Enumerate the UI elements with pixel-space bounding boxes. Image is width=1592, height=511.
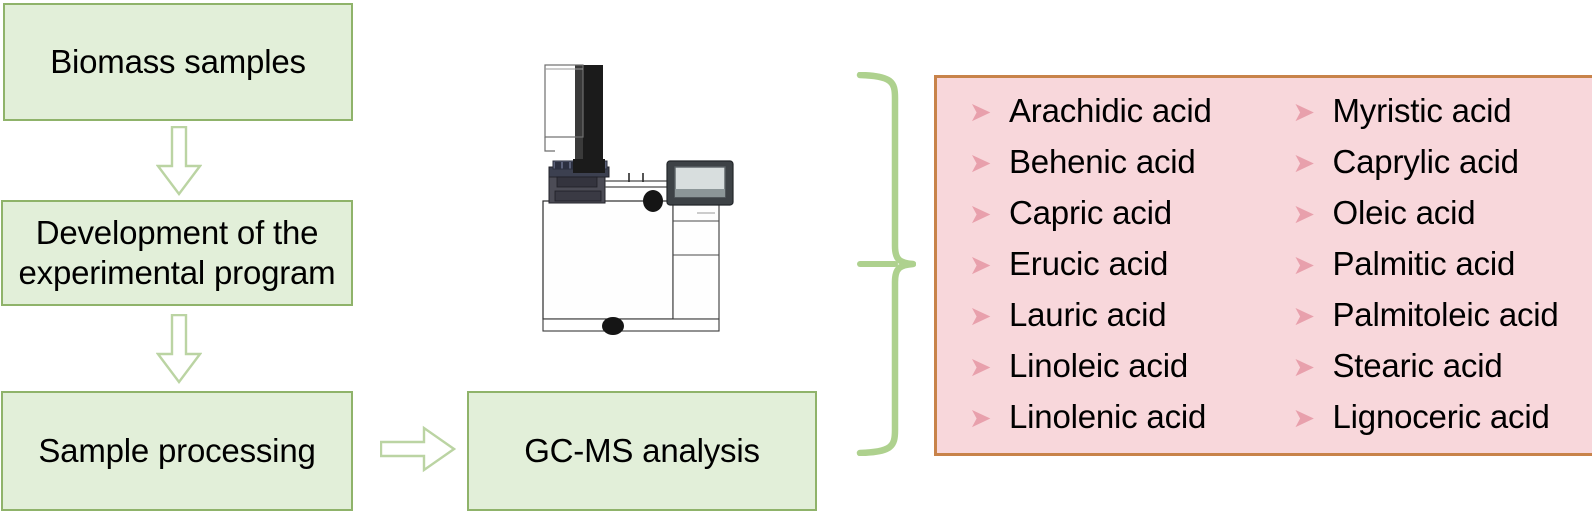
analyte-list-item: ➤ Myristic acid (1293, 94, 1592, 145)
analyte-list-item: ➤ Stearic acid (1293, 349, 1592, 400)
analyte-column-left: ➤ Arachidic acid ➤ Behenic acid ➤ Capric… (937, 78, 1265, 453)
analyte-label: Palmitoleic acid (1332, 296, 1559, 333)
analyte-list-item: ➤ Lignoceric acid (1293, 400, 1592, 451)
analyte-list-item: ➤ Lauric acid (969, 298, 1265, 349)
arrow-bullet-icon: ➤ (1292, 250, 1316, 280)
arrow-bullet-icon: ➤ (1292, 301, 1316, 331)
gc-ms-instrument-icon (542, 64, 734, 335)
analyte-label: Palmitic acid (1332, 245, 1516, 282)
process-box-label: Sample processing (38, 431, 316, 469)
arrow-down-icon (156, 314, 202, 384)
arrow-right-icon (380, 425, 456, 473)
arrow-bullet-icon: ➤ (969, 301, 992, 331)
arrow-bullet-icon: ➤ (1292, 148, 1316, 178)
process-box-development-of-the-experimental-program[interactable]: Development of the experimental program (1, 200, 353, 306)
analyte-columns: ➤ Arachidic acid ➤ Behenic acid ➤ Capric… (937, 78, 1592, 453)
arrow-bullet-icon: ➤ (969, 97, 992, 127)
analyte-label: Caprylic acid (1332, 143, 1519, 180)
analyte-list-item: ➤ Arachidic acid (969, 94, 1265, 145)
arrow-bullet-icon: ➤ (1292, 403, 1316, 433)
analyte-label: Lauric acid (1009, 296, 1167, 333)
analyte-list-item: ➤ Capric acid (969, 196, 1265, 247)
arrow-bullet-icon: ➤ (969, 250, 992, 280)
curly-brace-icon (856, 72, 916, 456)
analyte-label: Myristic acid (1332, 92, 1512, 129)
arrow-bullet-icon: ➤ (1292, 97, 1316, 127)
process-box-label: Biomass samples (50, 42, 306, 80)
process-box-label: GC-MS analysis (524, 431, 760, 469)
arrow-bullet-icon: ➤ (1292, 199, 1316, 229)
analyte-list-item: ➤ Oleic acid (1293, 196, 1592, 247)
analyte-list-panel: ➤ Arachidic acid ➤ Behenic acid ➤ Capric… (934, 75, 1592, 456)
analyte-list-item: ➤ Erucic acid (969, 247, 1265, 298)
analyte-list-item: ➤ Palmitic acid (1293, 247, 1592, 298)
analyte-label: Oleic acid (1332, 194, 1476, 231)
analyte-label: Linoleic acid (1009, 347, 1189, 384)
analyte-label: Lignoceric acid (1332, 398, 1550, 435)
analyte-list-item: ➤ Caprylic acid (1293, 145, 1592, 196)
analyte-label: Arachidic acid (1009, 92, 1212, 129)
arrow-down-icon (156, 126, 202, 196)
analyte-list-item: ➤ Linoleic acid (969, 349, 1265, 400)
arrow-bullet-icon: ➤ (969, 352, 992, 382)
arrow-bullet-icon: ➤ (969, 403, 992, 433)
process-box-label: Development of the experimental program (18, 213, 336, 291)
arrow-bullet-icon: ➤ (969, 148, 992, 178)
analyte-label: Linolenic acid (1009, 398, 1207, 435)
analyte-label: Erucic acid (1009, 245, 1169, 282)
arrow-bullet-icon: ➤ (969, 199, 992, 229)
analyte-column-right: ➤ Myristic acid ➤ Caprylic acid ➤ Oleic … (1265, 78, 1592, 453)
analyte-label: Behenic acid (1009, 143, 1196, 180)
analyte-label: Capric acid (1009, 194, 1172, 231)
analyte-list-item: ➤ Palmitoleic acid (1293, 298, 1592, 349)
analyte-label: Stearic acid (1332, 347, 1503, 384)
process-box-gc-ms-analysis[interactable]: GC-MS analysis (467, 391, 817, 511)
arrow-bullet-icon: ➤ (1292, 352, 1316, 382)
analyte-list-item: ➤ Linolenic acid (969, 400, 1265, 451)
process-box-sample-processing[interactable]: Sample processing (1, 391, 353, 511)
process-box-biomass-samples[interactable]: Biomass samples (3, 3, 353, 121)
analyte-list-item: ➤ Behenic acid (969, 145, 1265, 196)
